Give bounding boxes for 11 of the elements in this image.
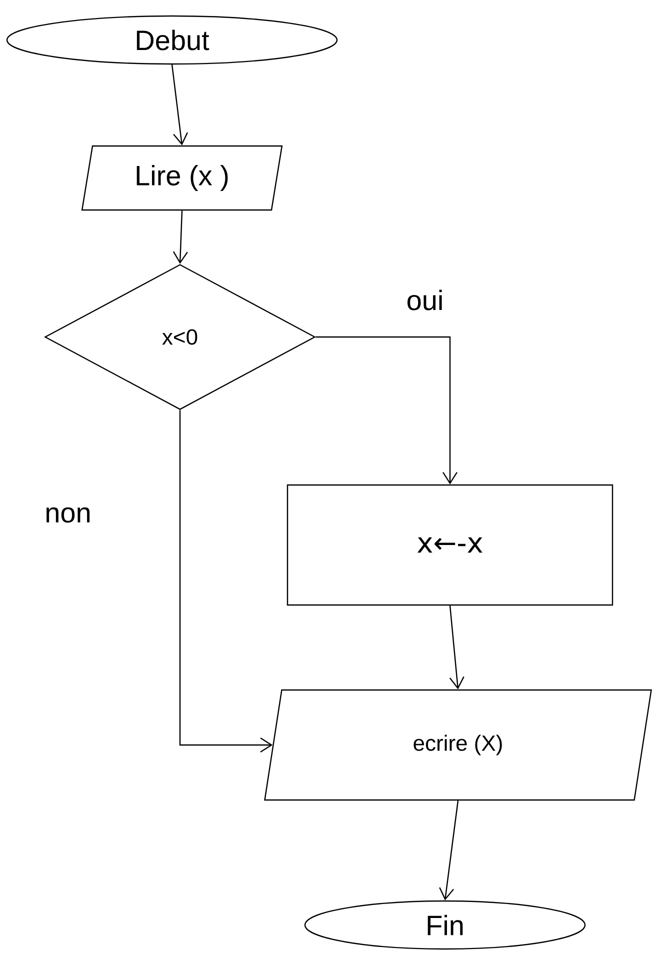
arrow [449, 606, 464, 690]
arrow [179, 410, 273, 753]
arrow [316, 336, 458, 484]
edge-label: non [42, 505, 94, 525]
io-parallelogram: ecrire (X) [264, 689, 652, 801]
arrow [439, 800, 459, 900]
edge-label: oui [404, 288, 446, 312]
process-box: x←-x [286, 484, 614, 606]
io-parallelogram: Lire (x ) [81, 145, 283, 211]
arrow [172, 210, 188, 264]
arrow [171, 64, 188, 146]
